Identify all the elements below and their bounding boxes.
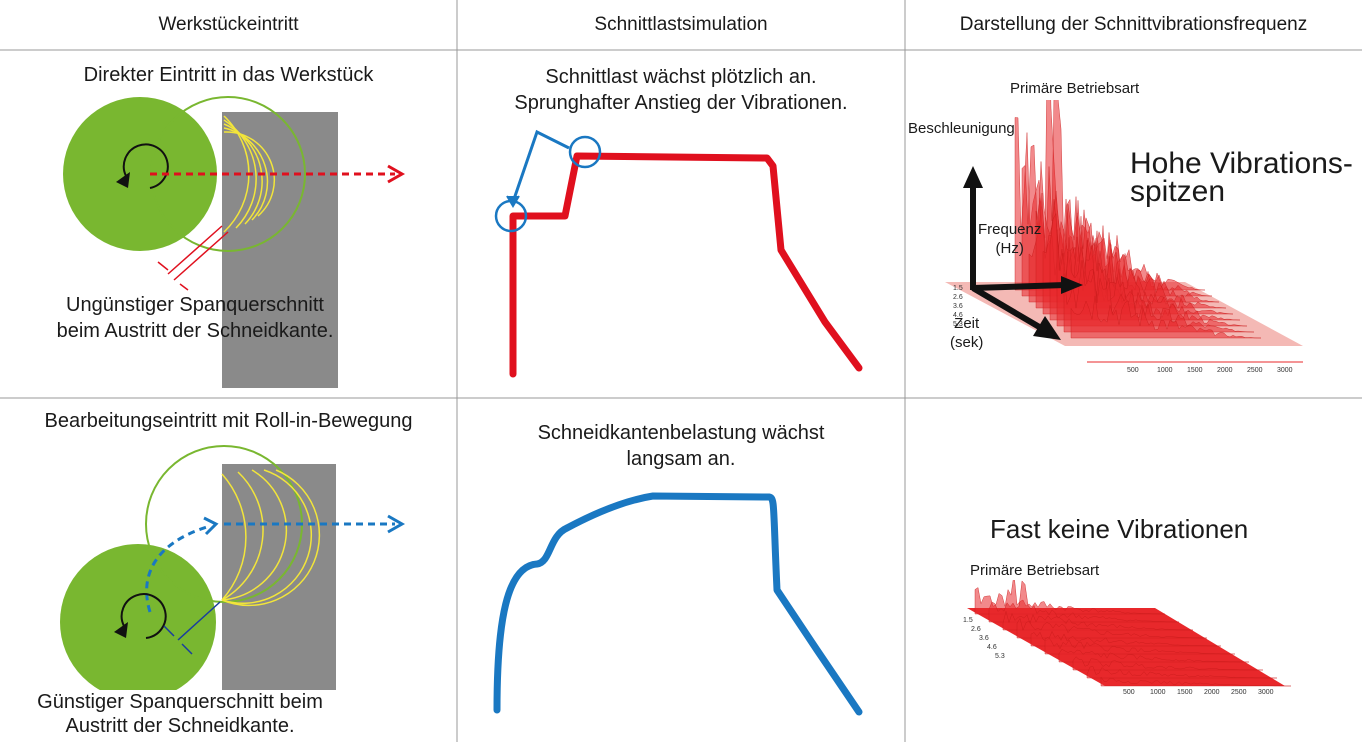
high-peaks-label: Hohe Vibrations- spitzen: [1130, 147, 1353, 208]
spectrum-frequency-ticks-2: 500 1000 1500 2000 2500 3000: [1123, 689, 1274, 696]
spectrum-tick-label: 4.6: [987, 644, 997, 651]
frequency-axis-unit: (Hz): [995, 240, 1024, 257]
roll-in-entry-diagram: [60, 445, 406, 690]
gradual-load-caption-line1: Schneidkantenbelastung wächst: [537, 422, 825, 444]
rotation-arrow-2: [120, 593, 167, 639]
direct-entry-title: Direkter Eintritt in das Werkstück: [83, 64, 374, 86]
load-step-marker-high: [568, 135, 602, 169]
frequency-axis-name: Frequenz: [978, 221, 1042, 238]
frequency-axis-label: Frequenz (Hz): [978, 220, 1041, 258]
spectrum-tick-label: 2.6: [953, 294, 963, 301]
spectrum-tick-label: 2.6: [971, 626, 981, 633]
rotation-arrow: [122, 143, 169, 189]
gradual-load-caption: Schneidkantenbelastung wächst langsam an…: [457, 420, 905, 472]
chip-arcs-2: [221, 469, 321, 607]
header-load-simulation: Schnittlastsimulation: [594, 14, 768, 35]
spectrum-time-ticks-2: 1.5 2.6 3.6 4.6 5.3: [963, 617, 1005, 660]
spectrum-tick-label: 3.6: [953, 303, 963, 310]
spectrum-trace: [1086, 666, 1278, 679]
spectrum-trace: [1100, 676, 1292, 687]
time-axis-unit: (sek): [950, 334, 984, 351]
chip-thickness-marker-2: [163, 601, 221, 655]
spectrum-mode-label-1: Primäre Betriebsart: [1010, 80, 1140, 97]
spectrum-tick-label: 3000: [1258, 689, 1274, 696]
spectrum-time-ticks: 1.5 2.6 3.6 4.6 5.3: [953, 285, 963, 328]
spectrum-tick-label: 1.5: [963, 617, 973, 624]
spectrum-tick-label: 500: [1127, 367, 1139, 374]
cutter-disc-2: [60, 544, 216, 690]
direct-entry-note: Ungünstiger Spanquerschnitt beim Austrit…: [0, 292, 390, 344]
spectrum-trace: [1058, 648, 1250, 663]
spectrum-frequency-ticks: 500 1000 1500 2000 2500 3000: [1127, 367, 1293, 374]
roll-in-entry-note-line1: Günstiger Spanquerschnitt beim: [37, 691, 323, 713]
time-axis-label: Zeit (sek): [950, 314, 983, 352]
direct-entry-diagram: [63, 96, 406, 388]
sudden-load-caption: Schnittlast wächst plötzlich an. Sprungh…: [457, 64, 905, 116]
spectrum-tick-label: 3000: [1277, 367, 1293, 374]
gradual-load-curve: [493, 492, 863, 716]
axis-acceleration-label: Beschleunigung: [908, 120, 1015, 137]
high-peaks-label-line1: Hohe Vibrations-: [1130, 147, 1353, 180]
workpiece-block-2: [222, 464, 336, 690]
spectrum-tick-label: 4.6: [953, 312, 963, 319]
spectrum-tick-label: 5.3: [953, 321, 963, 328]
header-workpiece-entry: Werkstückeintritt: [158, 14, 299, 35]
spectrum-trace: [1016, 618, 1208, 639]
spectrum-tick-label: 500: [1123, 689, 1135, 696]
roll-in-entry-title: Bearbeitungseintritt mit Roll-in-Bewegun…: [44, 410, 413, 432]
spectrum-peaks-low: [974, 580, 1292, 687]
spectrum-tick-label: 1500: [1187, 367, 1203, 374]
sudden-load-caption-line1: Schnittlast wächst plötzlich an.: [545, 66, 817, 88]
spectrum-trace: [1070, 295, 1262, 339]
spectrum-tick-label: 2000: [1217, 367, 1233, 374]
load-line-red: [509, 152, 863, 378]
chip-thickness-marker: [157, 225, 229, 291]
spectrum-peaks: [1014, 100, 1262, 339]
direct-entry-note-line1: Ungünstiger Spanquerschnitt: [66, 294, 324, 316]
spectrum-mode-label-2: Primäre Betriebsart: [970, 562, 1100, 579]
spectrum-tick-label: 2500: [1247, 367, 1263, 374]
spectrum-tick-label: 1000: [1150, 689, 1166, 696]
spectrum-tick-label: 1000: [1157, 367, 1173, 374]
low-vibration-heading: Fast keine Vibrationen: [990, 514, 1249, 544]
high-peaks-label-line2: spitzen: [1130, 175, 1226, 208]
time-axis-arrow: [971, 285, 1043, 331]
roll-in-entry-note-line2: Austritt der Schneidkante.: [65, 715, 295, 737]
direct-entry-note-line2: beim Austritt der Schneidkante.: [56, 320, 334, 342]
spectrum-tick-label: 5.3: [995, 653, 1005, 660]
roll-in-path: [145, 524, 211, 613]
spectrum-tick-label: 2500: [1231, 689, 1247, 696]
spectrum-trace: [1030, 630, 1222, 647]
spectrum-tick-label: 1.5: [953, 285, 963, 292]
roll-in-entry-note: Günstiger Spanquerschnitt beim Austritt …: [0, 690, 360, 738]
spectrum-3d-low: 500 1000 1500 2000 2500 3000 1.5 2.6 3.6 4.6 5.3: [963, 580, 1292, 696]
time-axis-name: Zeit: [954, 315, 980, 332]
sudden-load-curve: [494, 129, 863, 378]
header-vibration-frequency: Darstellung der Schnittvibrationsfrequen…: [959, 14, 1308, 35]
load-line-blue: [493, 492, 863, 716]
gradual-load-caption-line2: langsam an.: [626, 448, 736, 470]
spectrum-3d-high: 500 1000 1500 2000 2500 3000 1.5 2.6 3.6 4.6 5.3: [945, 100, 1303, 374]
frequency-axis-arrow: [972, 282, 1066, 291]
spectrum-tick-label: 3.6: [979, 635, 989, 642]
sudden-load-caption-line2: Sprunghafter Anstieg der Vibrationen.: [514, 92, 848, 114]
spectrum-trace: [988, 580, 1180, 623]
spectrum-trace: [1072, 656, 1264, 671]
spectrum-tick-label: 2000: [1204, 689, 1220, 696]
spectrum-trace: [1044, 636, 1236, 655]
jump-arrow: [511, 129, 570, 203]
cutter-disc: [63, 97, 217, 251]
spectrum-tick-label: 1500: [1177, 689, 1193, 696]
